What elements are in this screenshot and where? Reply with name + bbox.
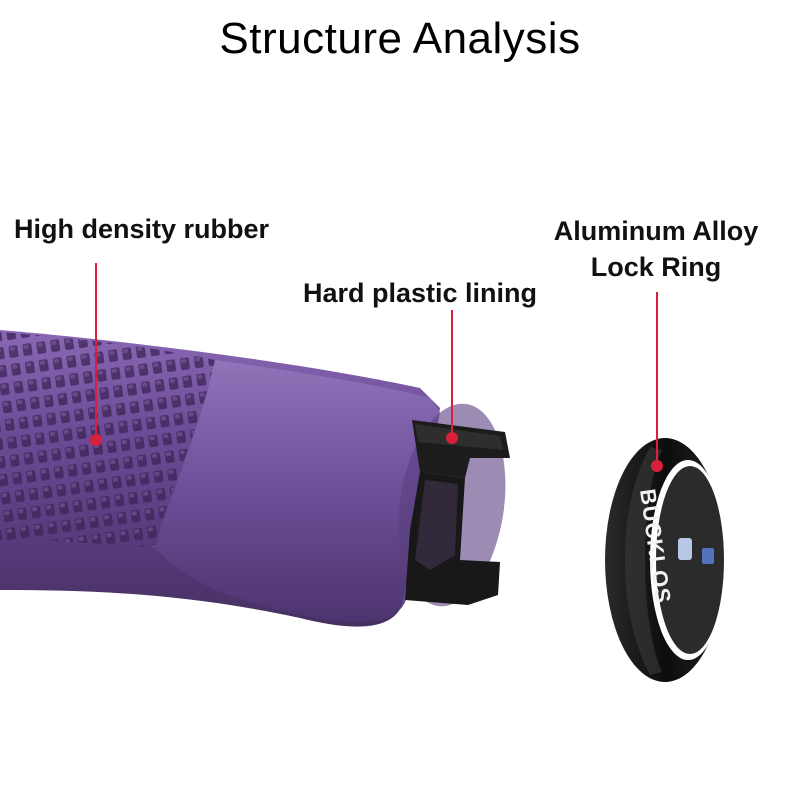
aluminum-lock-ring: BUCKLOS [605, 438, 726, 682]
knurled-rubber-section [0, 332, 215, 548]
pointer-dot-rubber [90, 434, 102, 446]
label-high-density-rubber: High density rubber [14, 214, 270, 244]
smooth-sleeve [155, 360, 440, 623]
plastic-lining [405, 420, 510, 605]
label-lock-ring-line1: Aluminum Alloy [553, 216, 759, 246]
ring-screw [678, 538, 692, 560]
label-lock-ring-line2: Lock Ring [590, 252, 722, 282]
page-title: Structure Analysis [219, 14, 581, 63]
pointer-dot-lining [446, 432, 458, 444]
pointer-lines [90, 263, 663, 472]
pointer-dot-ring [651, 460, 663, 472]
label-lock-ring: Aluminum Alloy Lock Ring [545, 213, 767, 285]
label-hard-plastic-lining: Hard plastic lining [303, 278, 538, 308]
